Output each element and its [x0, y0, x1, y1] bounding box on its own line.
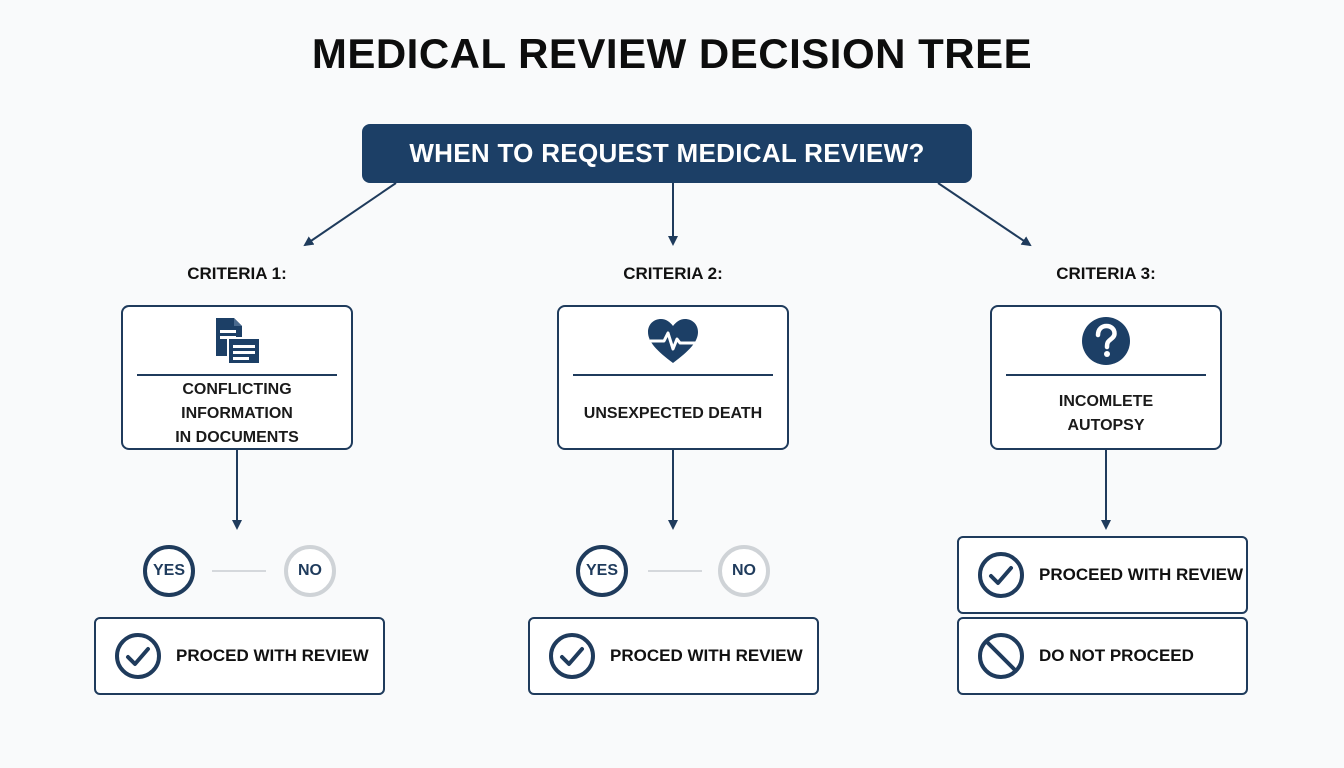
criteria-1-yes-no-divider	[212, 570, 266, 572]
criteria-1-description: CONFLICTING INFORMATION IN DOCUMENTS	[123, 379, 351, 448]
criteria-3-result-proceed-label: PROCEED WITH REVIEW	[1039, 565, 1244, 584]
criteria-2-result-proceed: PROCED WITH REVIEW	[528, 617, 819, 695]
criteria-1-label: CRITERIA 1:	[187, 264, 287, 283]
arrow-root-to-criteria-1	[303, 182, 397, 247]
heart-pulse-icon	[559, 315, 787, 367]
criteria-1-text-line-1: CONFLICTING INFORMATION	[181, 380, 293, 422]
criteria-1-result-label: PROCED WITH REVIEW	[176, 646, 369, 665]
criteria-2-text-line-1: UNSEXPECTED DEATH	[583, 404, 763, 422]
criteria-1-yes-option: YES	[143, 545, 195, 597]
criteria-3-card: INCOMLETE AUTOPSY	[990, 305, 1222, 450]
check-circle-icon	[115, 633, 161, 679]
criteria-3-description: INCOMLETE AUTOPSY	[992, 379, 1220, 448]
root-question-node: WHEN TO REQUEST MEDICAL REVIEW?	[362, 124, 972, 183]
criteria-3-result-stop-label: DO NOT PROCEED	[1039, 646, 1194, 665]
criteria-2-label: CRITERIA 2:	[623, 264, 723, 283]
criteria-1-card: CONFLICTING INFORMATION IN DOCUMENTS	[121, 305, 353, 450]
criteria-3-result-proceed: PROCEED WITH REVIEW	[957, 536, 1248, 614]
criteria-3-text-line-1: INCOMLETE	[1058, 392, 1154, 410]
criteria-3-label: CRITERIA 3:	[1056, 264, 1156, 283]
criteria-3-text-line-2: AUTOPSY	[1067, 416, 1145, 434]
criteria-2-yes-no-divider	[648, 570, 702, 572]
prohibited-icon	[978, 633, 1024, 679]
check-circle-icon	[978, 552, 1024, 598]
page-title: MEDICAL REVIEW DECISION TREE	[311, 30, 1033, 77]
criteria-2-yes-option: YES	[576, 545, 628, 597]
root-question-label: WHEN TO REQUEST MEDICAL REVIEW?	[409, 138, 925, 168]
card-divider	[573, 374, 773, 376]
criteria-1-text-line-2: IN DOCUMENTS	[175, 428, 299, 446]
criteria-3-result-do-not-proceed: DO NOT PROCEED	[957, 617, 1248, 695]
criteria-2-result-label: PROCED WITH REVIEW	[610, 646, 803, 665]
card-divider	[137, 374, 337, 376]
criteria-2-card: UNSEXPECTED DEATH	[557, 305, 789, 450]
documents-icon	[123, 315, 351, 367]
check-circle-icon	[549, 633, 595, 679]
criteria-2-no-option: NO	[718, 545, 770, 597]
criteria-1-no-option: NO	[284, 545, 336, 597]
criteria-1-result-proceed: PROCED WITH REVIEW	[94, 617, 385, 695]
arrow-root-to-criteria-3	[937, 182, 1032, 247]
question-circle-icon	[992, 315, 1220, 367]
criteria-2-description: UNSEXPECTED DEATH	[559, 379, 787, 448]
card-divider	[1006, 374, 1206, 376]
